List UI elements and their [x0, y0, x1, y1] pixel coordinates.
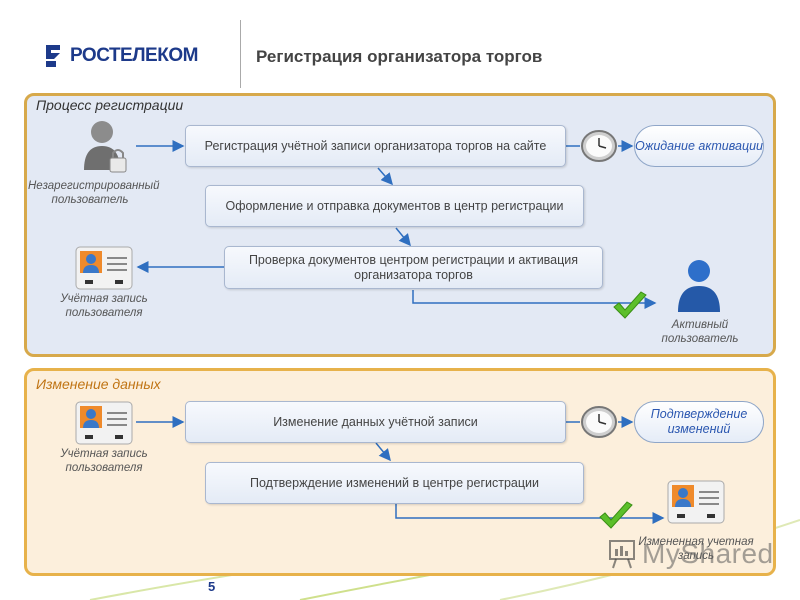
- page-number: 5: [208, 579, 216, 594]
- clock-icon: [581, 406, 617, 438]
- check-icon: [599, 501, 633, 529]
- unregistered-user-label: Незарегистрированный пользователь: [28, 180, 160, 206]
- locked-user-icon: [84, 121, 127, 173]
- page-title: Регистрация организатора торгов: [256, 47, 543, 66]
- account-card-icon: [667, 480, 725, 524]
- presentation-board-icon: [609, 540, 635, 569]
- check-icon: [613, 291, 647, 319]
- header-divider: [240, 20, 241, 88]
- clock-icon: [581, 130, 617, 162]
- status-awaiting-activation: Ожидание активации: [634, 125, 764, 167]
- step-send-documents[interactable]: Оформление и отправка документов в центр…: [205, 185, 584, 227]
- account-card-icon: [75, 246, 133, 290]
- active-user-icon: [678, 260, 720, 312]
- changed-account-label: Измененная учетная запись: [638, 536, 754, 562]
- step-register-account[interactable]: Регистрация учётной записи организатора …: [185, 125, 566, 167]
- registration-panel-title: Процесс регистрации: [36, 97, 184, 113]
- user-account-label: Учётная запись пользователя: [60, 293, 148, 319]
- rostelecom-logo-icon: [46, 45, 60, 67]
- step-confirm-changes[interactable]: Подтверждение изменений в центре регистр…: [205, 462, 584, 504]
- active-user-label: Активный пользователь: [661, 319, 739, 345]
- brand-name: РОСТЕЛЕКОМ: [70, 45, 198, 66]
- step-verify-activate[interactable]: Проверка документов центром регистрации …: [224, 246, 603, 289]
- user-account-label-2: Учётная запись пользователя: [60, 448, 148, 474]
- rostelecom-logo: РОСТЕЛЕКОМ: [42, 42, 202, 70]
- step-change-account-data[interactable]: Изменение данных учётной записи: [185, 401, 566, 443]
- change-panel-title: Изменение данных: [36, 376, 161, 392]
- account-card-icon: [75, 401, 133, 445]
- watermark: MyShared: [608, 538, 774, 570]
- watermark-text: MyShared: [642, 538, 774, 569]
- status-confirm-changes: Подтверждение изменений: [634, 401, 764, 443]
